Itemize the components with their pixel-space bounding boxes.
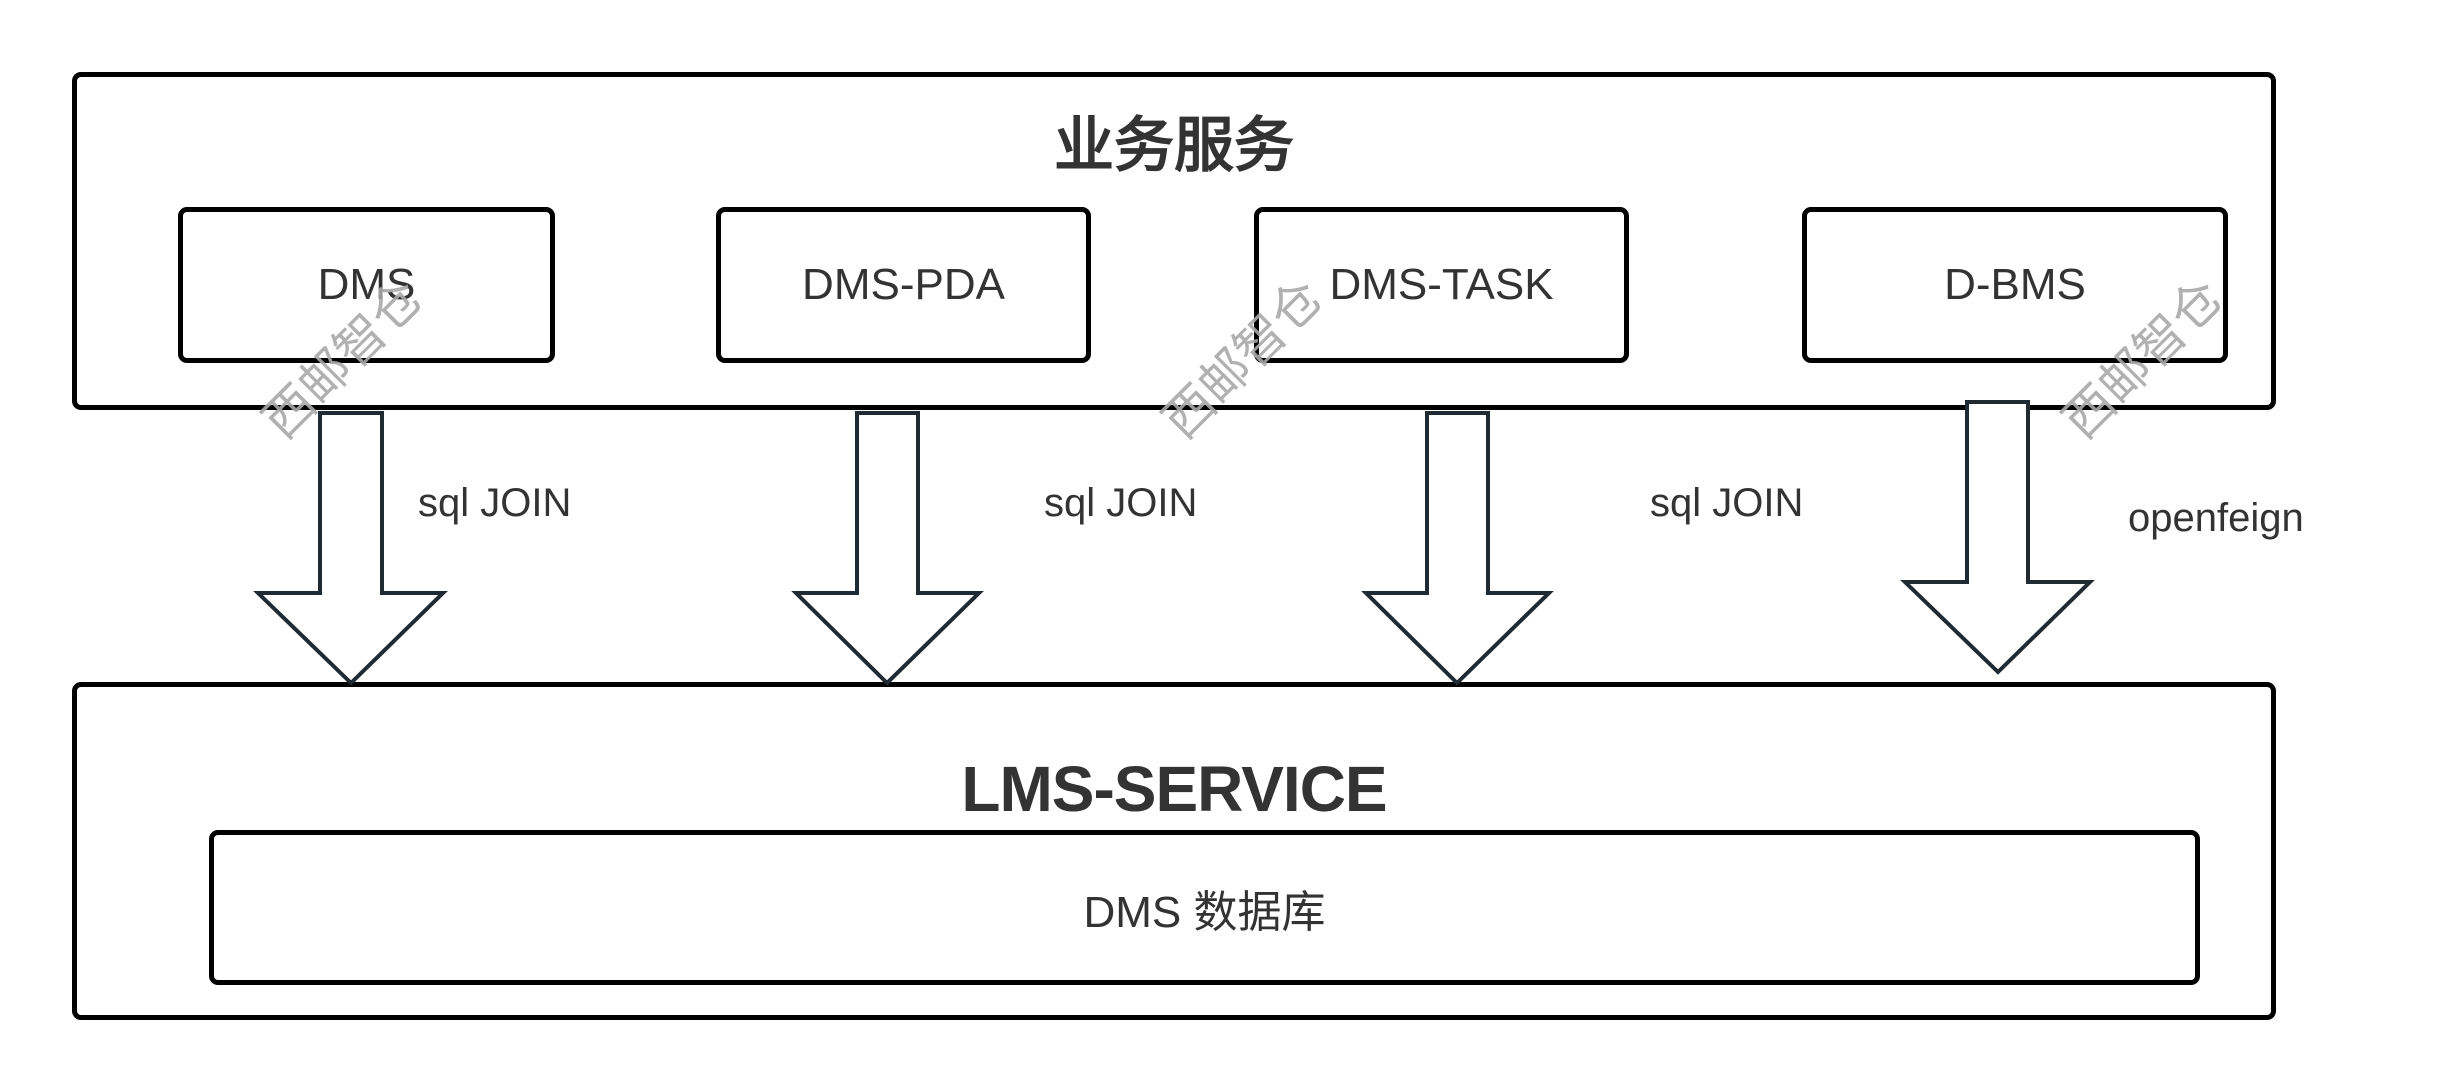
connection-label-sql-join: sql JOIN <box>1650 481 1804 525</box>
arrow-dms-to-lms <box>253 411 448 686</box>
connection-label-sql-join: sql JOIN <box>1044 481 1198 525</box>
arrow-dms-task-to-lms <box>1361 411 1554 686</box>
business-services-group: 业务服务 <box>72 72 2276 410</box>
service-node-dms-pda[interactable]: DMS-PDA <box>716 207 1091 363</box>
database-node-label: DMS 数据库 <box>1083 887 1326 937</box>
service-node-d-bms[interactable]: D-BMS <box>1802 207 2228 363</box>
service-node-label: DMS <box>317 260 416 309</box>
arrow-d-bms-to-lms <box>1900 400 2095 675</box>
service-node-label: D-BMS <box>1944 260 2086 309</box>
lms-service-title: LMS-SERVICE <box>961 753 1387 825</box>
service-node-dms-task[interactable]: DMS-TASK <box>1254 207 1629 363</box>
business-services-title: 业务服务 <box>1054 111 1294 181</box>
connection-label-sql-join: sql JOIN <box>418 481 572 525</box>
service-node-label: DMS-TASK <box>1329 260 1554 309</box>
service-node-dms[interactable]: DMS <box>178 207 555 363</box>
connection-label-openfeign: openfeign <box>2128 496 2304 540</box>
service-node-label: DMS-PDA <box>802 260 1005 309</box>
lms-service-group: LMS-SERVICE <box>72 682 2276 1020</box>
database-node[interactable]: DMS 数据库 <box>209 830 2200 985</box>
arrow-dms-pda-to-lms <box>791 411 984 686</box>
